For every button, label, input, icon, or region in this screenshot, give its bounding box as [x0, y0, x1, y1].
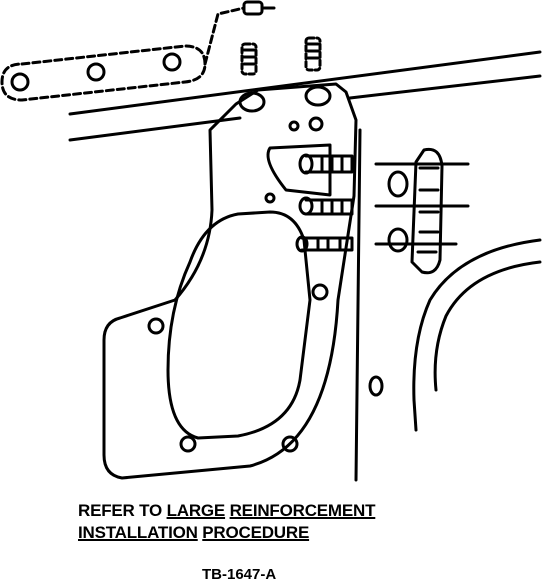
panel-right-edge — [348, 74, 542, 100]
bracket-outline — [102, 82, 358, 480]
hinge-bolt-slot — [266, 143, 332, 197]
hinge-bolt-3 — [295, 235, 354, 253]
strip-hole-3 — [162, 52, 182, 72]
bracket-cutout — [166, 210, 312, 440]
stud-left — [240, 42, 258, 76]
strip-hole-1 — [10, 72, 30, 92]
door-hole-1 — [387, 170, 409, 198]
bracket-hole-1 — [288, 120, 300, 132]
access-hole — [368, 375, 384, 397]
caption-line1-part4: REINFORCEMENT — [229, 501, 376, 520]
panel-upper-edge — [68, 50, 542, 116]
panel-lower-edge — [68, 116, 242, 142]
nut-left — [238, 91, 266, 113]
stud-right — [304, 36, 322, 72]
caption: REFER TO LARGE REINFORCEMENT INSTALLATIO… — [78, 500, 375, 544]
bracket-hole-5 — [147, 317, 165, 335]
caption-line-2: INSTALLATION PROCEDURE — [78, 522, 375, 544]
hinge-bolt-2 — [298, 196, 354, 216]
nut-plate — [410, 147, 444, 275]
figure-id: TB-1647-A — [202, 566, 277, 583]
inner-panel-curve-1 — [412, 238, 542, 432]
reinforcement-strip — [0, 44, 207, 102]
strip-hole-2 — [86, 62, 106, 82]
bracket-hole-3 — [264, 192, 276, 204]
bracket-hole-2 — [308, 116, 324, 132]
inner-panel-curve-2 — [433, 260, 542, 392]
nut-right — [304, 85, 332, 107]
nut-plate-teeth — [416, 166, 440, 254]
door-hole-2 — [387, 227, 409, 253]
hinge-bolt-1 — [298, 153, 354, 175]
loose-screw — [242, 0, 276, 16]
bracket-hole-4 — [311, 283, 329, 301]
caption-line1-part1: REFER TO — [78, 501, 167, 520]
strip-leader-line — [203, 6, 246, 66]
caption-line-1: REFER TO LARGE REINFORCEMENT — [78, 500, 375, 522]
caption-line1-part2: LARGE — [166, 501, 226, 520]
caption-line2-part3: PROCEDURE — [202, 523, 310, 542]
panel-vertical-edge — [354, 128, 362, 482]
bracket-hole-6 — [179, 435, 197, 453]
bracket-hole-7 — [281, 435, 299, 453]
caption-line2-part1: INSTALLATION — [78, 523, 198, 542]
